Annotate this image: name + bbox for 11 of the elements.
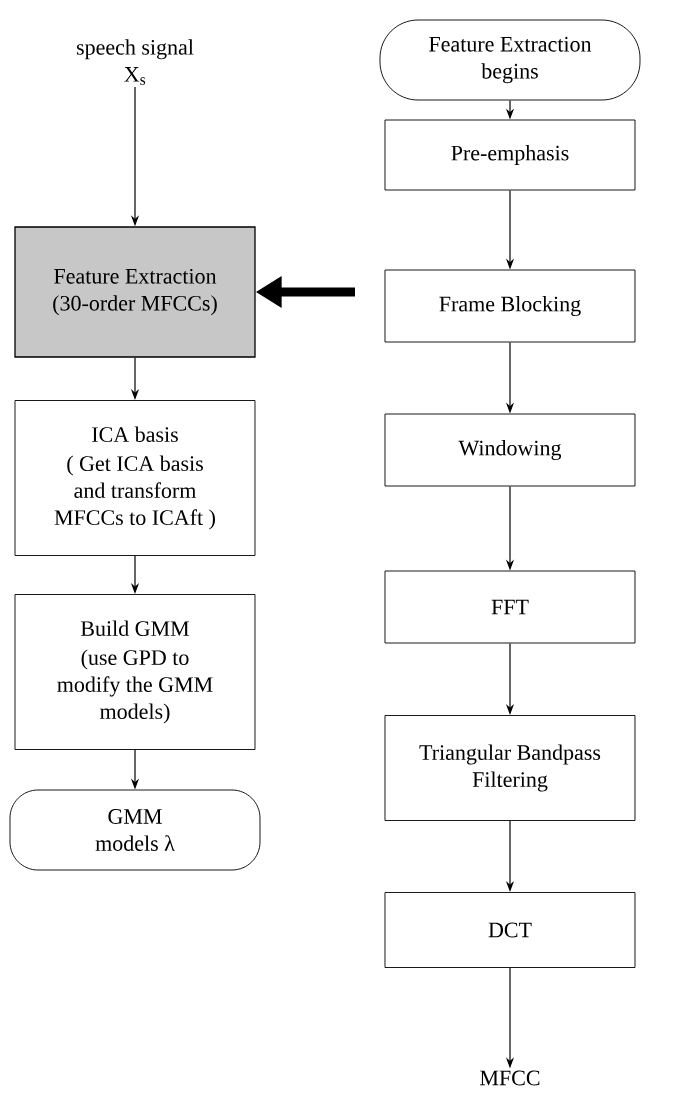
process-box: DCT <box>384 892 636 968</box>
process-box: Pre-emphasis <box>384 119 636 191</box>
process-box: ICA basis ( Get ICA basis and transform MFCCs to ICAft ) <box>14 400 256 556</box>
process-box: FFT <box>384 570 636 644</box>
process-box: Triangular Bandpass Filtering <box>384 715 636 821</box>
process-box: Windowing <box>384 413 636 487</box>
process-box: Feature Extraction (30-order MFCCs) <box>14 226 256 358</box>
signal-label: MFCC <box>480 1070 540 1086</box>
process-box: Frame Blocking <box>384 269 636 343</box>
signal-label: speech signal X$_{s}$ <box>76 39 194 85</box>
process-box: Build GMM (use GPD to modify the GMM models) <box>14 594 256 750</box>
